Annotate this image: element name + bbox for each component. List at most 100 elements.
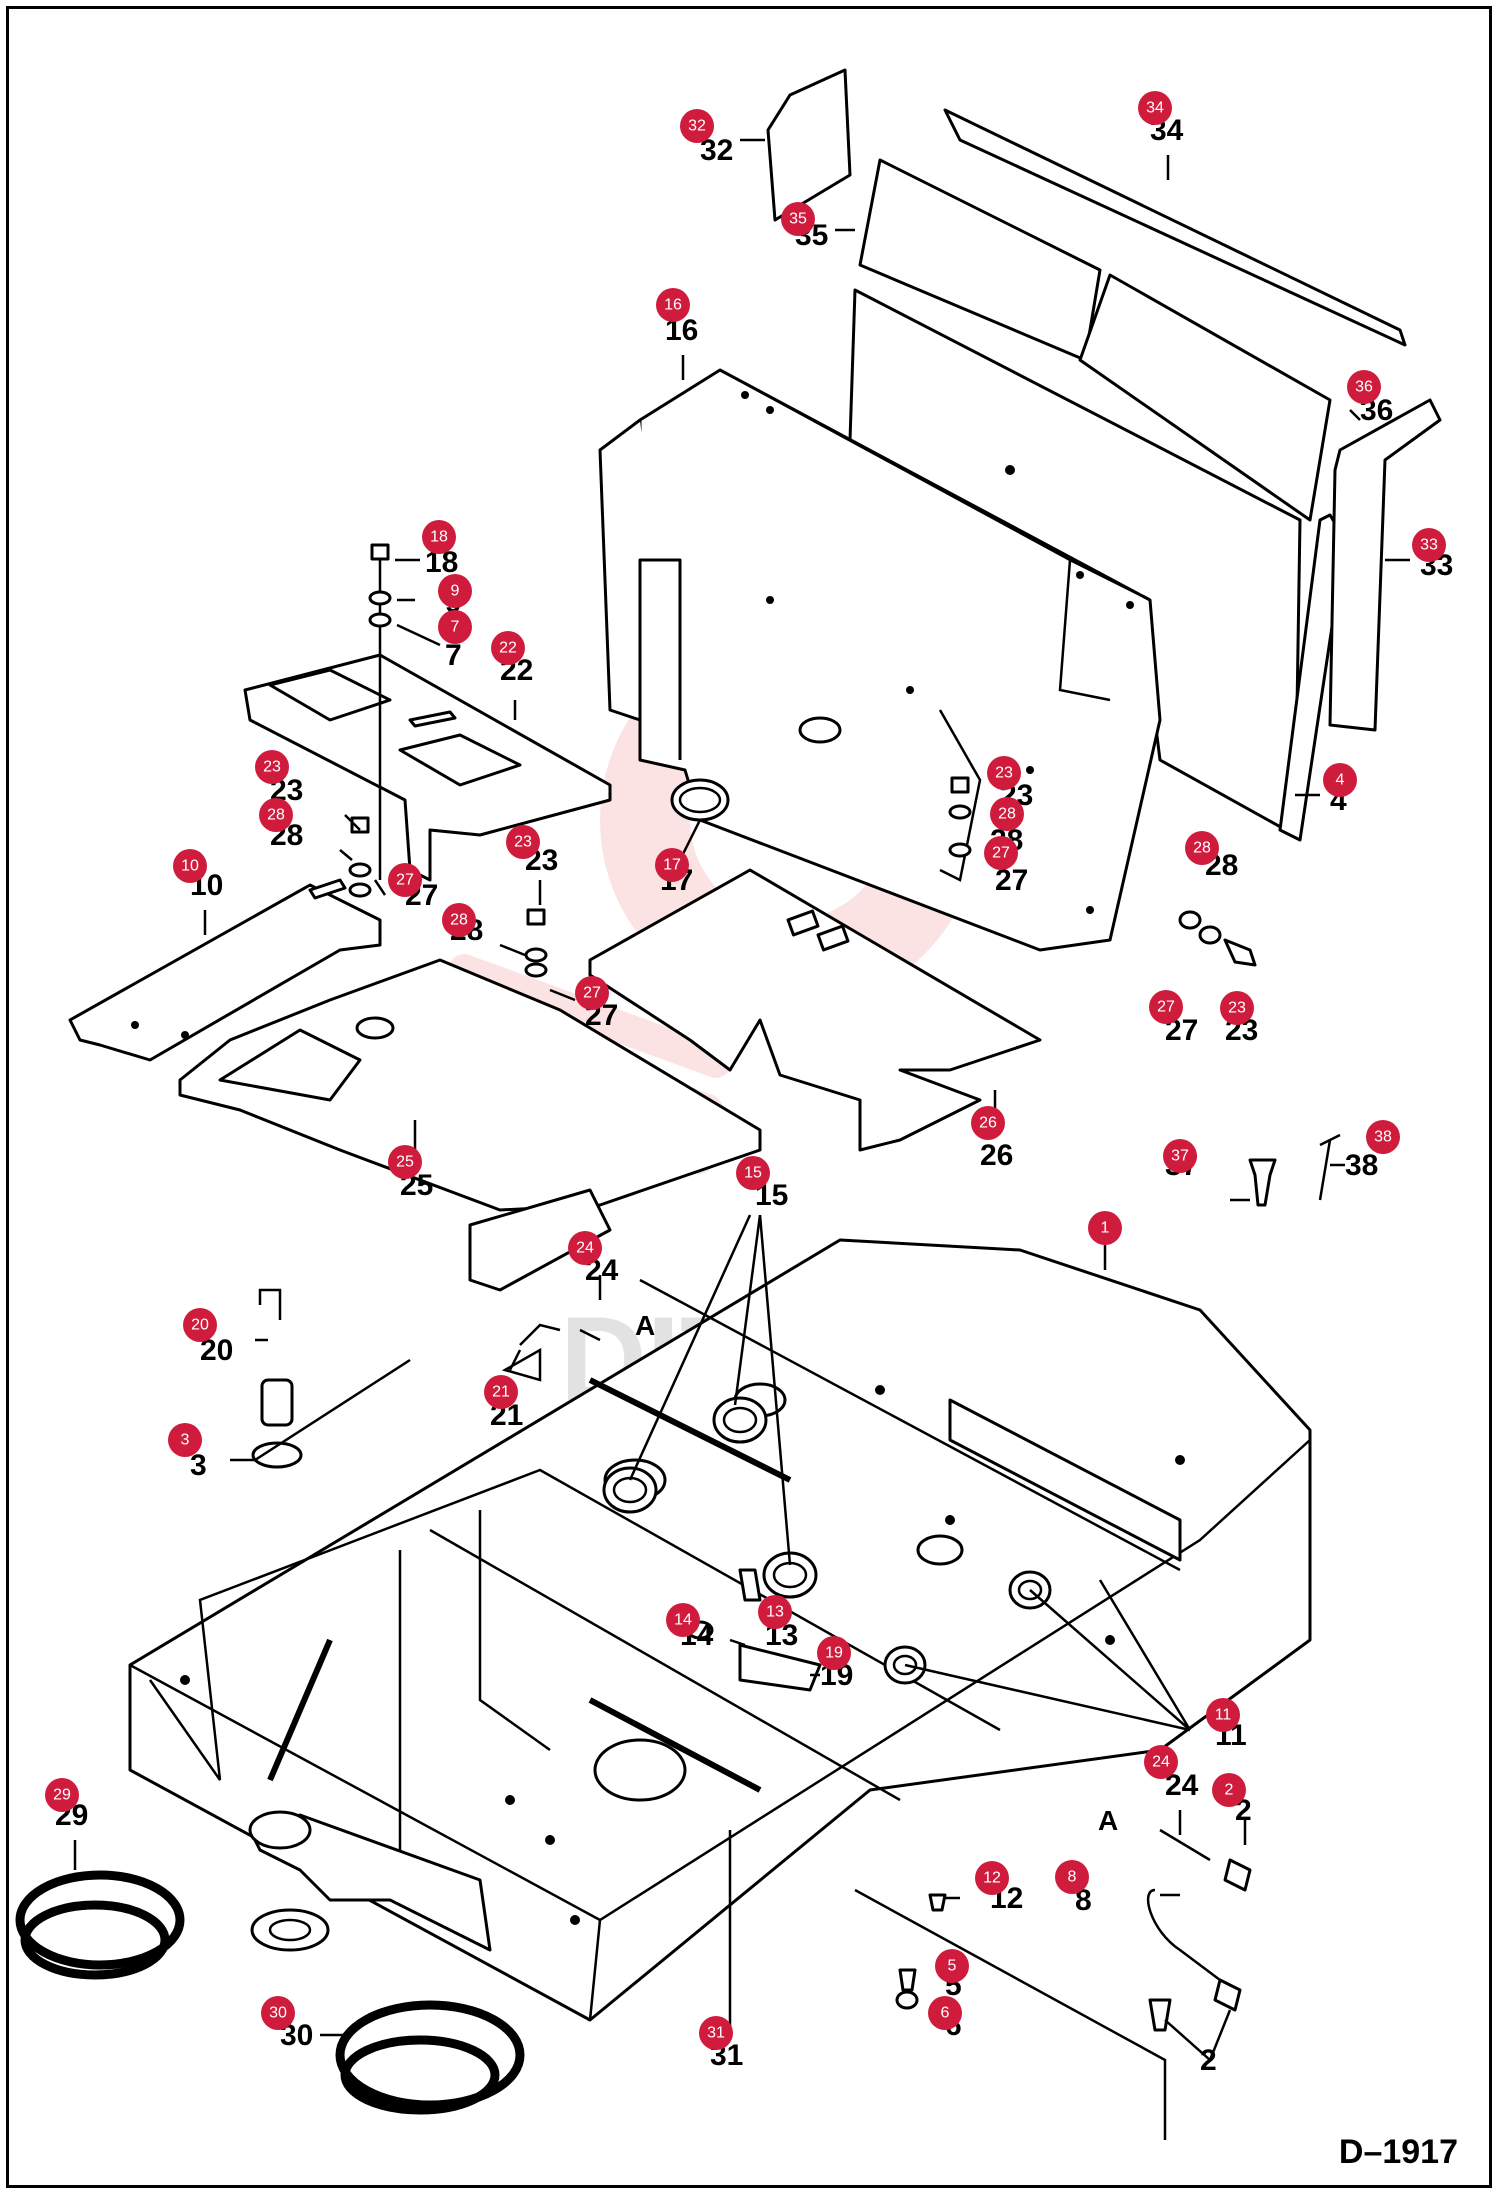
callout-badge[interactable]: 9 [438, 574, 472, 608]
callout-badge[interactable]: 20 [183, 1308, 217, 1342]
callout-badge[interactable]: 16 [656, 288, 690, 322]
svg-text:23: 23 [514, 834, 532, 851]
callout-badge[interactable]: 23 [987, 756, 1021, 790]
hoses [15, 1870, 525, 2115]
svg-text:27: 27 [583, 985, 601, 1002]
svg-text:28: 28 [998, 806, 1016, 823]
callout-badge[interactable]: 1 [1088, 1211, 1122, 1245]
svg-text:3: 3 [190, 1449, 207, 1482]
svg-text:12: 12 [983, 1870, 1001, 1887]
callout-badge[interactable]: 33 [1412, 528, 1446, 562]
section-letter-a-top: A [635, 1310, 655, 1341]
mat-26 [588, 868, 1042, 1152]
svg-text:22: 22 [499, 640, 517, 657]
callout-badge[interactable]: 25 [388, 1145, 422, 1179]
callout-badge[interactable]: 3 [168, 1423, 202, 1457]
svg-text:33: 33 [1420, 537, 1438, 554]
callout-badge[interactable]: 4 [1323, 763, 1357, 797]
svg-text:7: 7 [445, 639, 462, 672]
callout-badge[interactable]: 32 [680, 109, 714, 143]
section-letter-a-bottom: A [1098, 1805, 1118, 1836]
callout-badge[interactable]: 27 [575, 976, 609, 1010]
callout-badge[interactable]: 2 [1212, 1773, 1246, 1807]
callout-badge[interactable]: 24 [1144, 1745, 1178, 1779]
upper-frame [128, 1238, 1312, 2022]
callout-badge[interactable]: 8 [1055, 1860, 1089, 1894]
bracket-22 [243, 653, 612, 882]
svg-text:8: 8 [1068, 1869, 1077, 1886]
callout-badge[interactable]: 5 [935, 1949, 969, 1983]
callout-badge[interactable]: 29 [45, 1778, 79, 1812]
svg-text:14: 14 [674, 1612, 692, 1629]
callout-badge[interactable]: 10 [173, 849, 207, 883]
callout-badge[interactable]: 27 [1149, 990, 1183, 1024]
svg-text:6: 6 [941, 2005, 950, 2022]
svg-text:24: 24 [576, 1240, 594, 1257]
callout-badge[interactable]: 12 [975, 1861, 1009, 1895]
callout-badge[interactable]: 38 [1366, 1120, 1400, 1154]
svg-text:28: 28 [1193, 840, 1211, 857]
svg-text:23: 23 [263, 759, 281, 776]
callout-badge[interactable]: 27 [984, 836, 1018, 870]
svg-text:11: 11 [1215, 1707, 1232, 1724]
callout-badge[interactable]: 28 [990, 797, 1024, 831]
callout-badge[interactable]: 23 [1220, 991, 1254, 1025]
callout-badge[interactable]: 6 [928, 1996, 962, 2030]
svg-text:28: 28 [450, 912, 468, 929]
hardware [251, 543, 1341, 2140]
callout-badge[interactable]: 35 [781, 202, 815, 236]
svg-text:28: 28 [267, 807, 285, 824]
svg-text:35: 35 [789, 211, 807, 228]
callout-badge[interactable]: 24 [568, 1231, 602, 1265]
callout-badge[interactable]: 17 [655, 848, 689, 882]
callout-badge[interactable]: 22 [491, 631, 525, 665]
callout-badge[interactable]: 27 [388, 863, 422, 897]
callout-badge[interactable]: 18 [422, 520, 456, 554]
svg-text:26: 26 [979, 1115, 997, 1132]
svg-text:38: 38 [1345, 1149, 1378, 1182]
svg-text:31: 31 [707, 2025, 725, 2042]
svg-text:4: 4 [1336, 772, 1345, 789]
svg-text:29: 29 [53, 1787, 71, 1804]
callout-badge[interactable]: 23 [255, 750, 289, 784]
svg-text:13: 13 [766, 1604, 784, 1621]
callout-badge[interactable]: 15 [736, 1156, 770, 1190]
callout-badge[interactable]: 28 [1185, 831, 1219, 865]
svg-text:2: 2 [1225, 1782, 1234, 1799]
callout-badge[interactable]: 19 [817, 1636, 851, 1670]
svg-text:27: 27 [1157, 999, 1175, 1016]
svg-text:15: 15 [744, 1165, 762, 1182]
callout-badge[interactable]: 13 [758, 1595, 792, 1629]
svg-text:10: 10 [181, 858, 199, 875]
callout-badge[interactable]: 23 [506, 825, 540, 859]
callout-badge[interactable]: 30 [261, 1996, 295, 2030]
svg-text:34: 34 [1146, 100, 1164, 117]
swing-bracket [248, 1810, 492, 1952]
callout-badge[interactable]: 28 [442, 903, 476, 937]
leader-lines [73, 138, 1410, 2061]
callout-badge[interactable]: 14 [666, 1603, 700, 1637]
svg-text:18: 18 [430, 529, 448, 546]
svg-text:16: 16 [664, 297, 682, 314]
callout-badge[interactable]: 7 [438, 610, 472, 644]
callout-badge[interactable]: 28 [259, 798, 293, 832]
svg-text:30: 30 [269, 2005, 287, 2022]
callout-badge[interactable]: 37 [1163, 1139, 1197, 1173]
callout-badge[interactable]: 26 [971, 1106, 1005, 1140]
svg-text:23: 23 [1228, 1000, 1246, 1017]
svg-text:37: 37 [1171, 1148, 1189, 1165]
svg-text:2: 2 [1200, 2044, 1217, 2077]
svg-text:36: 36 [1355, 379, 1373, 396]
svg-text:27: 27 [396, 872, 414, 889]
callout-badge[interactable]: 21 [484, 1375, 518, 1409]
callout-badge[interactable]: 11 [1206, 1698, 1240, 1732]
svg-text:32: 32 [688, 118, 706, 135]
callout-badge[interactable]: 34 [1138, 91, 1172, 125]
plate-10 [68, 878, 382, 1062]
svg-text:17: 17 [663, 857, 681, 874]
callout-badge[interactable]: 31 [699, 2016, 733, 2050]
drawing-frame [6, 6, 1492, 2188]
callout-badge[interactable]: 36 [1347, 370, 1381, 404]
